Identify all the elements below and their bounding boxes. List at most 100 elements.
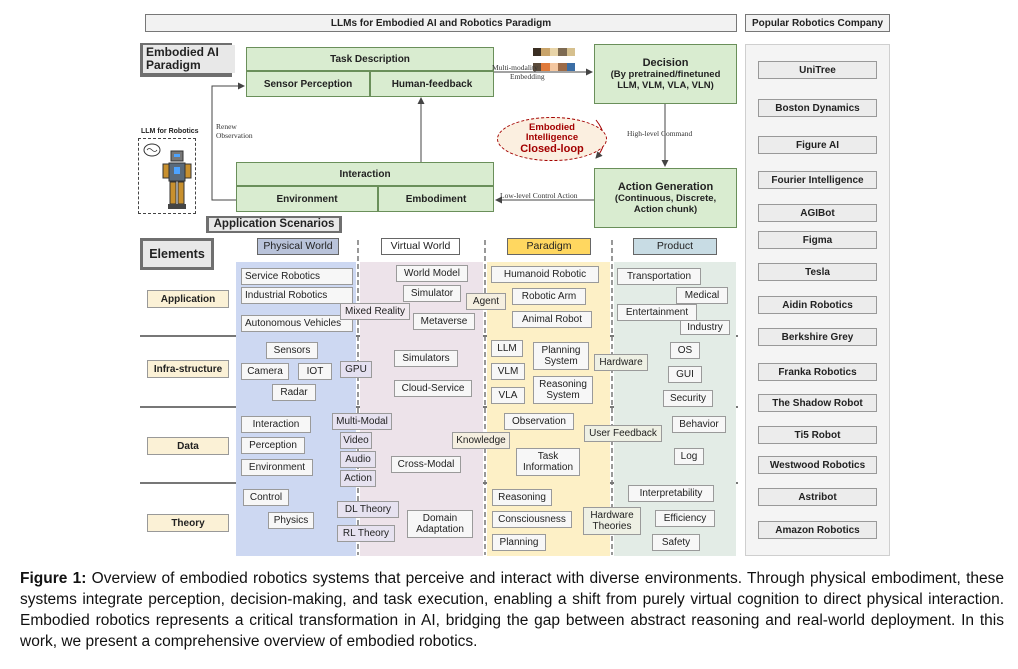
- row-infrastructure: Infra-structure: [147, 360, 229, 378]
- renew-label: Renew: [216, 122, 237, 131]
- diagram-title: LLMs for Embodied AI and Robotics Paradi…: [145, 14, 737, 32]
- closed-loop-line1: Embodied: [529, 122, 575, 133]
- element-dl-theory: DL Theory: [337, 501, 399, 518]
- element-transportation: Transportation: [617, 268, 701, 285]
- element-knowledge: Knowledge: [452, 432, 510, 449]
- company-figma: Figma: [758, 231, 877, 249]
- element-behavior: Behavior: [672, 416, 726, 433]
- element-planning-system: Planning System: [533, 342, 589, 370]
- element-observation: Observation: [504, 413, 574, 430]
- element-industry: Industry: [680, 320, 730, 335]
- element-hardware-theories: Hardware Theories: [583, 507, 641, 535]
- low-level-label: Low-level Control Action: [500, 191, 578, 200]
- element-llm: LLM: [491, 340, 523, 357]
- interaction-box: Interaction: [236, 162, 494, 186]
- company-boston-dynamics: Boston Dynamics: [758, 99, 877, 117]
- element-radar: Radar: [272, 384, 316, 401]
- embedding-label: Embedding: [510, 72, 545, 81]
- company-aidin-robotics: Aidin Robotics: [758, 296, 877, 314]
- element-domain-adaptation: Domain Adaptation: [407, 510, 473, 538]
- action-generation-title: Action Generation: [617, 180, 714, 193]
- element-metaverse: Metaverse: [413, 313, 475, 330]
- element-reasoning-system: Reasoning System: [533, 376, 593, 404]
- element-audio: Audio: [340, 451, 376, 468]
- element-interaction: Interaction: [241, 416, 311, 433]
- element-service-robotics: Service Robotics: [241, 268, 353, 285]
- high-level-text: High-level: [627, 129, 660, 138]
- element-vla: VLA: [491, 387, 525, 404]
- element-log: Log: [674, 448, 704, 465]
- figure-caption: Figure 1: Overview of embodied robotics …: [20, 568, 1004, 652]
- element-physics: Physics: [268, 512, 314, 529]
- company-westwood-robotics: Westwood Robotics: [758, 456, 877, 474]
- action-generation-box: Action Generation (Continuous, Discrete,…: [594, 168, 737, 228]
- observation-label: Observation: [216, 131, 253, 140]
- embedding-palette-bottom: [533, 63, 576, 71]
- company-amazon-robotics: Amazon Robotics: [758, 521, 877, 539]
- element-consciousness: Consciousness: [492, 511, 572, 528]
- task-description-box: Task Description: [246, 47, 494, 71]
- company-fourier-intelligence: Fourier Intelligence: [758, 171, 877, 189]
- company-figure-ai: Figure AI: [758, 136, 877, 154]
- environment-box: Environment: [236, 186, 378, 212]
- element-mixed-reality: Mixed Reality: [340, 303, 410, 320]
- element-iot: IOT: [298, 363, 332, 380]
- element-control: Control: [243, 489, 289, 506]
- sensor-perception-box: Sensor Perception: [246, 71, 370, 97]
- company-panel-title: Popular Robotics Company: [745, 14, 890, 32]
- physical-world-panel: [236, 262, 356, 556]
- company-the-shadow-robot: The Shadow Robot: [758, 394, 877, 412]
- element-reasoning: Reasoning: [492, 489, 552, 506]
- element-simulator: Simulator: [403, 285, 461, 302]
- embedding-palette-top: [533, 48, 576, 56]
- human-feedback-box: Human-feedback: [370, 71, 494, 97]
- element-video: Video: [340, 432, 372, 449]
- row-theory: Theory: [147, 514, 229, 532]
- paradigm-label: Embodied AI Paradigm: [143, 45, 235, 73]
- company-agibot: AGIBot: [758, 204, 877, 222]
- elements-label: Elements: [143, 241, 211, 267]
- element-cross-modal: Cross-Modal: [391, 456, 461, 473]
- element-gpu: GPU: [340, 361, 372, 378]
- closed-loop-line3: Closed-loop: [520, 143, 584, 155]
- element-hardware: Hardware: [594, 354, 648, 371]
- element-humanoid-robotic: Humanoid Robotic: [491, 266, 599, 283]
- element-multi-modal: Multi-Modal: [332, 413, 392, 430]
- closed-loop-line2: Intelligence: [525, 132, 579, 143]
- element-camera: Camera: [241, 363, 289, 380]
- paradigm-label-box: Embodied AI Paradigm: [140, 43, 235, 77]
- element-agent: Agent: [466, 293, 506, 310]
- robot-icon: [143, 143, 192, 209]
- column-physical-world: Physical World: [257, 238, 339, 255]
- element-security: Security: [663, 390, 713, 407]
- element-animal-robot: Animal Robot: [512, 311, 592, 328]
- application-scenarios-box: Application Scenarios: [206, 216, 342, 233]
- column-paradigm: Paradigm: [507, 238, 591, 255]
- company-berkshire-grey: Berkshire Grey: [758, 328, 877, 346]
- figure-caption-label: Figure 1:: [20, 570, 87, 587]
- element-vlm: VLM: [491, 363, 525, 380]
- decision-subtitle: (By pretrained/finetuned LLM, VLM, VLA, …: [610, 68, 721, 91]
- closed-loop-ellipse: Embodied Intelligence Closed-loop: [497, 117, 607, 161]
- figure-caption-text: Overview of embodied robotics systems th…: [20, 570, 1004, 650]
- element-action: Action: [340, 470, 376, 487]
- element-entertainment: Entertainment: [617, 304, 697, 321]
- company-franka-robotics: Franka Robotics: [758, 363, 877, 381]
- row-data: Data: [147, 437, 229, 455]
- company-ti5-robot: Ti5 Robot: [758, 426, 877, 444]
- company-tesla: Tesla: [758, 263, 877, 281]
- element-safety: Safety: [652, 534, 700, 551]
- element-os: OS: [670, 342, 700, 359]
- element-interpretability: Interpretability: [628, 485, 714, 502]
- llm-for-robotics-box: LLM for Robotics: [138, 128, 199, 214]
- elements-label-box: Elements: [140, 238, 214, 270]
- command-text: Command: [660, 129, 693, 138]
- element-simulators: Simulators: [394, 350, 458, 367]
- element-gui: GUI: [668, 366, 702, 383]
- element-autonomous-vehicles: Autonomous Vehicles: [241, 315, 353, 332]
- high-level-command-label: High-level Command: [627, 130, 692, 138]
- row-application: Application: [147, 290, 229, 308]
- element-industrial-robotics: Industrial Robotics: [241, 287, 353, 304]
- element-planning: Planning: [492, 534, 546, 551]
- column-product: Product: [633, 238, 717, 255]
